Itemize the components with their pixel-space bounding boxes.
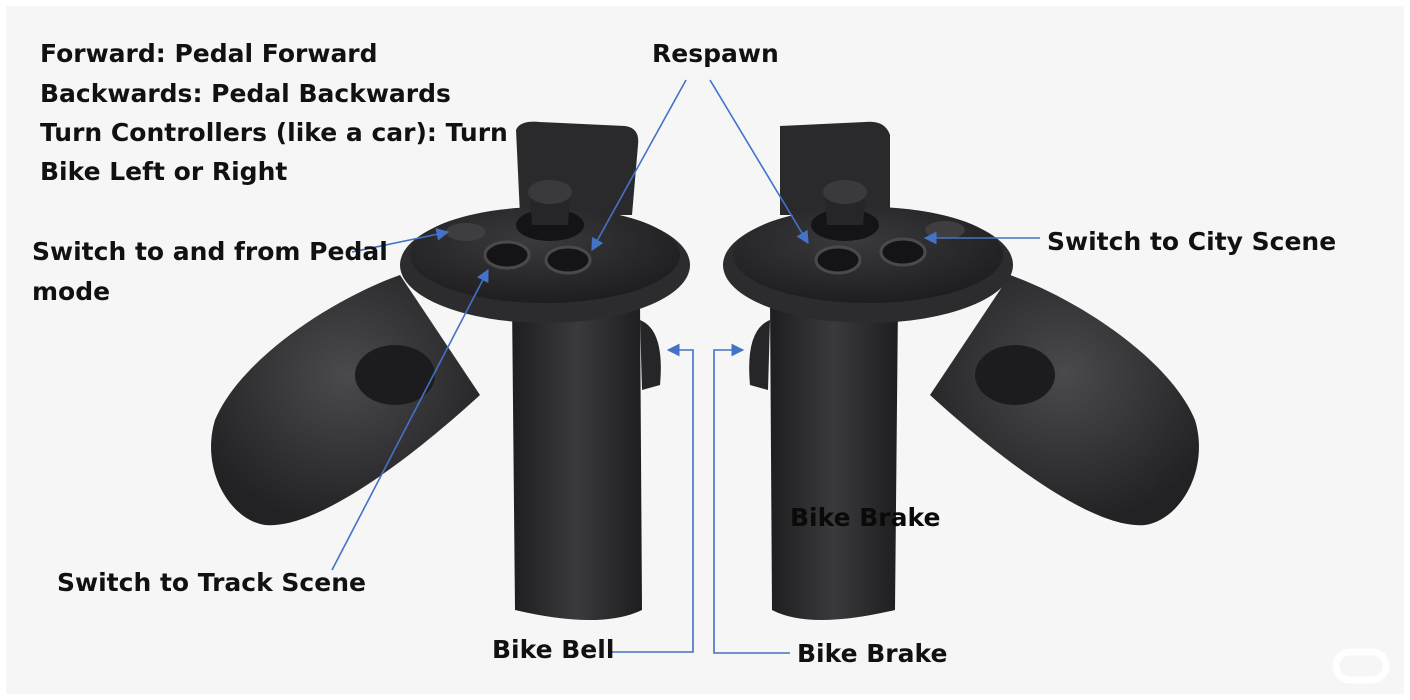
right-b-button	[881, 239, 925, 265]
right-grip-trigger	[975, 345, 1055, 405]
right-thumbstick-cap	[823, 180, 867, 204]
left-controller	[211, 122, 690, 620]
oculus-logo-icon	[1336, 652, 1386, 680]
left-x-button	[485, 242, 529, 268]
label-bike-brake-grip: Bike Brake	[790, 498, 940, 538]
label-bike-brake: Bike Brake	[797, 634, 947, 674]
label-bike-bell: Bike Bell	[492, 630, 614, 670]
label-switch-pedal-mode-1: Switch to and from Pedal	[32, 232, 388, 272]
right-controller-wing	[930, 275, 1199, 525]
label-respawn: Respawn	[652, 34, 779, 74]
left-controller-wing	[211, 275, 480, 525]
instruction-forward: Forward: Pedal Forward	[40, 34, 378, 74]
left-index-trigger	[640, 320, 661, 390]
label-switch-track-scene: Switch to Track Scene	[57, 563, 366, 603]
right-home-button	[925, 221, 965, 239]
right-controller	[723, 122, 1199, 620]
instruction-turn: Turn Controllers (like a car): Turn	[40, 113, 508, 153]
instruction-turn-cont: Bike Left or Right	[40, 152, 287, 192]
instruction-backwards: Backwards: Pedal Backwards	[40, 74, 451, 114]
right-a-button	[816, 247, 860, 273]
left-controller-grip	[512, 300, 642, 620]
label-switch-city-scene: Switch to City Scene	[1047, 222, 1336, 262]
right-controller-grip	[770, 300, 898, 620]
left-menu-button	[446, 223, 486, 241]
left-thumbstick-cap	[528, 180, 572, 204]
label-switch-pedal-mode-2: mode	[32, 272, 110, 312]
right-index-trigger	[749, 320, 770, 390]
annotation-arrows	[332, 80, 1040, 653]
left-y-button	[546, 247, 590, 273]
